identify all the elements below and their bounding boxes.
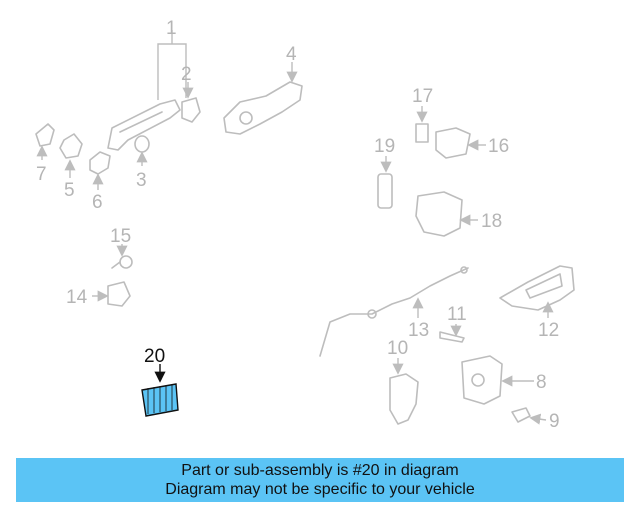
label-8: 8 <box>536 372 547 393</box>
part-12-inside-handle[interactable]: 12 <box>499 265 575 341</box>
label-1: 1 <box>166 18 177 39</box>
part-7-cover[interactable]: 7 <box>35 123 55 185</box>
label-12: 12 <box>538 320 559 341</box>
label-14: 14 <box>66 287 88 308</box>
banner-line-2: Diagram may not be specific to your vehi… <box>165 481 475 498</box>
label-19: 19 <box>374 136 395 157</box>
label-4: 4 <box>286 44 297 65</box>
info-banner: Part or sub-assembly is #20 in diagram D… <box>16 458 624 502</box>
part-18-lower-hinge[interactable]: 18 <box>415 191 502 237</box>
part-11-clip[interactable]: 11 <box>439 304 467 343</box>
part-1-outside-handle[interactable]: 1 <box>107 18 187 151</box>
label-18: 18 <box>481 211 502 232</box>
part-14-plate[interactable]: 14 <box>66 281 131 308</box>
part-9-bolt[interactable]: 9 <box>511 407 560 432</box>
label-5: 5 <box>64 180 75 201</box>
part-20-highlighted[interactable]: 20 <box>141 346 179 417</box>
label-3: 3 <box>136 170 147 191</box>
label-17: 17 <box>412 86 433 107</box>
part-16-hinge[interactable]: 16 <box>435 127 509 159</box>
part-17-block[interactable]: 17 <box>412 86 433 143</box>
label-10: 10 <box>387 338 408 359</box>
part-4-lock-actuator[interactable]: 4 <box>223 44 303 135</box>
part-3-ring[interactable]: 3 <box>134 135 150 191</box>
part-5-cap[interactable]: 5 <box>59 133 83 201</box>
part-2-bracket[interactable]: 2 <box>181 64 201 123</box>
label-7: 7 <box>36 164 47 185</box>
part-15-screw[interactable]: 15 <box>110 226 133 269</box>
label-13: 13 <box>408 320 429 341</box>
label-15: 15 <box>110 226 131 247</box>
label-2: 2 <box>181 64 192 85</box>
part-19-striker[interactable]: 19 <box>374 136 395 209</box>
label-16: 16 <box>488 136 509 157</box>
label-20: 20 <box>144 346 165 367</box>
label-9: 9 <box>549 411 560 432</box>
part-8-latch[interactable]: 8 <box>461 355 547 405</box>
label-11: 11 <box>447 304 467 325</box>
part-13-cable[interactable]: 13 <box>319 266 469 357</box>
label-6: 6 <box>92 192 103 213</box>
part-10-bracket[interactable]: 10 <box>387 338 419 425</box>
banner-line-1: Part or sub-assembly is #20 in diagram <box>181 462 459 479</box>
part-6-gasket[interactable]: 6 <box>89 151 111 213</box>
